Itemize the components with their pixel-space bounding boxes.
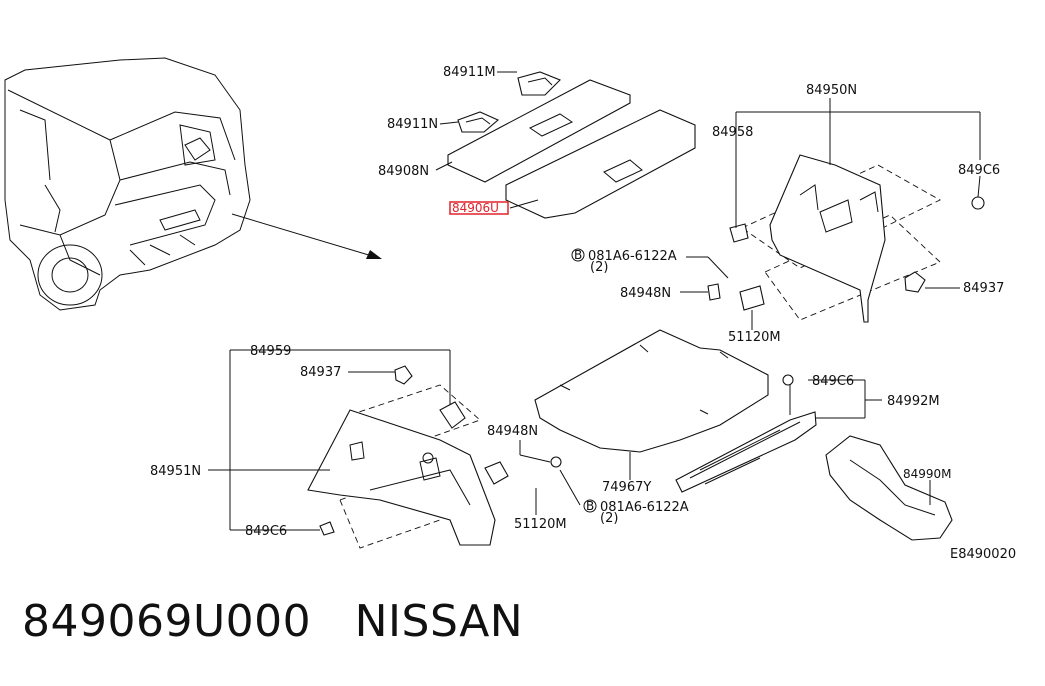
label-84908N: 84908N (378, 164, 429, 179)
part-labels: 84911M 84911N 84908N 84906U 84950N 84958… (150, 65, 1016, 562)
label-74967Y: 74967Y (602, 480, 651, 495)
luggage-floor-mat-group (534, 329, 769, 480)
finisher-group (825, 435, 953, 541)
kicking-plate-group (675, 374, 882, 493)
label-84906U-highlight: 84906U (452, 201, 499, 215)
bolt-symbol-upper-text: B (574, 248, 582, 262)
bolt-symbol-upper (571, 248, 585, 262)
label-849C6-lower: 849C6 (245, 524, 287, 539)
label-bolt-upper: 081A6-6122A (588, 249, 677, 264)
label-84951N: 84951N (150, 464, 201, 479)
label-849C6-upper: 849C6 (958, 163, 1000, 178)
tonneau-board-group (435, 71, 696, 219)
side-trim-lower-group (208, 349, 581, 549)
caption-brand: NISSAN (354, 596, 524, 647)
diagram-code: E8490020 (950, 547, 1016, 562)
label-84959: 84959 (250, 344, 291, 359)
label-bolt-lower-qty: (2) (600, 511, 618, 526)
bolt-symbol-lower (583, 499, 597, 513)
part-caption: 849069U000 NISSAN (22, 596, 523, 647)
label-84958: 84958 (712, 125, 753, 140)
label-84948N-lower: 84948N (487, 424, 538, 439)
side-trim-upper-group (680, 98, 985, 330)
label-bolt-lower: 081A6-6122A (600, 500, 689, 515)
direction-arrow (231, 213, 382, 259)
bolt-symbol-lower-text: B (586, 499, 594, 513)
vehicle-illustration (4, 57, 251, 311)
label-84990M: 84990M (903, 467, 952, 481)
highlight-box (449, 201, 509, 215)
label-84911M: 84911M (443, 65, 496, 80)
label-84937-lower: 84937 (300, 365, 341, 380)
label-84992M: 84992M (887, 394, 940, 409)
caption-part-number: 849069U000 (22, 596, 312, 647)
label-84950N: 84950N (806, 83, 857, 98)
label-bolt-upper-qty: (2) (590, 260, 608, 275)
label-84911N: 84911N (387, 117, 438, 132)
label-84948N-upper: 84948N (620, 286, 671, 301)
label-849C6-mid: 849C6 (812, 374, 854, 389)
label-84937-upper: 84937 (963, 281, 1004, 296)
label-51120M-lower: 51120M (514, 517, 567, 532)
label-51120M-upper: 51120M (728, 330, 781, 345)
